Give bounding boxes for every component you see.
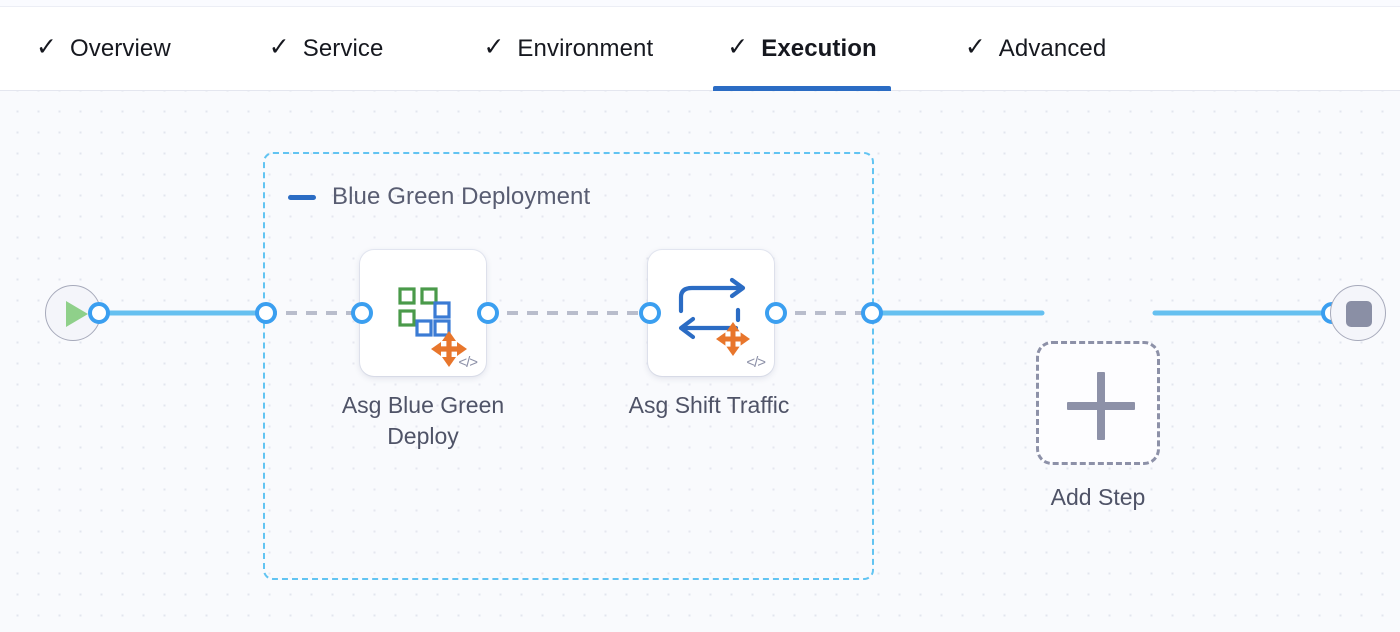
check-icon: ✓ xyxy=(483,33,505,61)
code-badge-icon: </> xyxy=(746,354,766,371)
add-step-button[interactable] xyxy=(1036,341,1160,465)
pipeline-canvas[interactable]: Blue Green Deployment xyxy=(0,91,1400,632)
stop-icon xyxy=(1346,301,1372,327)
tab-list: ✓ Overview ✓ Service ✓ Environment ✓ Exe… xyxy=(0,7,1107,91)
asg-shift-traffic-icon xyxy=(678,277,750,356)
tab-label: Advanced xyxy=(998,34,1107,62)
check-icon: ✓ xyxy=(727,33,749,61)
group-entry-port[interactable] xyxy=(255,302,277,324)
tab-environment[interactable]: ✓ Environment xyxy=(483,7,653,90)
check-icon: ✓ xyxy=(36,33,57,61)
stage-group-blue-green-deployment[interactable]: Blue Green Deployment xyxy=(263,152,874,580)
tab-label: Overview xyxy=(69,34,171,62)
tab-service[interactable]: ✓ Service xyxy=(269,7,384,90)
group-exit-port[interactable] xyxy=(861,302,883,324)
step-node-label: Asg Shift Traffic xyxy=(628,392,790,418)
code-badge-icon: </> xyxy=(458,354,478,371)
tab-label: Service xyxy=(302,34,384,62)
end-node[interactable] xyxy=(1330,285,1386,341)
stage-group-title: Blue Green Deployment xyxy=(332,183,591,210)
step-node-asg-blue-green-deploy[interactable]: </> xyxy=(360,250,486,376)
add-step-label: Add Step xyxy=(1050,484,1146,510)
start-node-output-port[interactable] xyxy=(88,302,110,324)
tab-label: Environment xyxy=(517,34,654,62)
tab-execution[interactable]: ✓ Execution xyxy=(713,7,891,91)
stage-group-header: Blue Green Deployment xyxy=(288,183,590,211)
step-node-input-port[interactable] xyxy=(351,302,373,324)
plus-icon xyxy=(1097,372,1105,440)
tab-label: Execution xyxy=(761,34,877,62)
stage-tab-bar: ✓ Overview ✓ Service ✓ Environment ✓ Exe… xyxy=(0,0,1400,91)
step-node-output-port[interactable] xyxy=(477,302,499,324)
step-node-input-port[interactable] xyxy=(639,302,661,324)
play-icon xyxy=(66,301,88,327)
check-icon: ✓ xyxy=(268,33,290,61)
check-icon: ✓ xyxy=(964,33,986,61)
tab-overview[interactable]: ✓ Overview xyxy=(36,7,171,90)
step-node-output-port[interactable] xyxy=(765,302,787,324)
minus-icon[interactable] xyxy=(288,194,316,200)
tab-advanced[interactable]: ✓ Advanced xyxy=(965,7,1107,90)
step-node-asg-shift-traffic[interactable]: </> xyxy=(648,250,774,376)
active-tab-underline xyxy=(713,86,891,91)
asg-blue-green-deploy-icon xyxy=(398,287,467,367)
step-node-label: Asg Blue Green Deploy xyxy=(341,392,505,450)
